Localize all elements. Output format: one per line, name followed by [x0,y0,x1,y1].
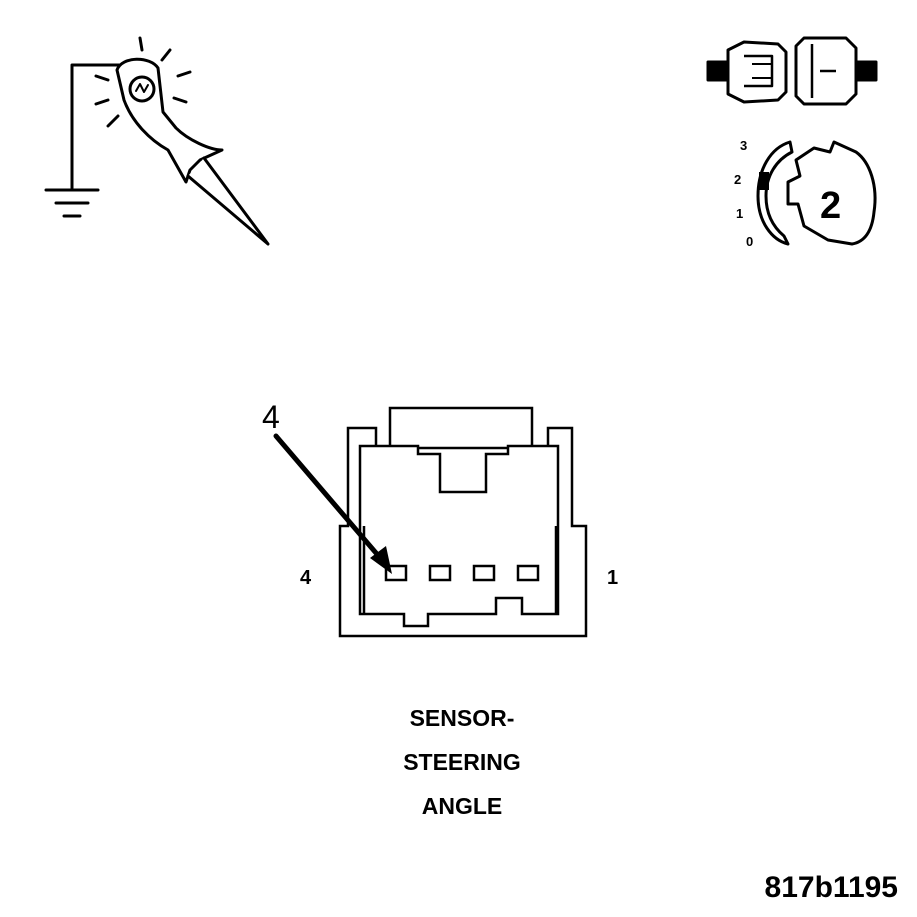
connector-caption: SENSOR- STEERING ANGLE [403,705,521,819]
connector-face [338,406,588,638]
pin-callout-arrow [273,433,392,574]
ground-lead [70,63,130,190]
ground-symbol-icon [44,188,100,218]
ignition-position-1: 1 [736,206,743,221]
light-rays-icon [94,36,192,128]
ignition-position-0: 0 [746,234,753,249]
connector-inner [358,444,560,628]
pin-cavity-3 [428,564,452,582]
ignition-position-3: 3 [740,138,747,153]
caption-line-2: STEERING [403,749,521,775]
probe-tip [186,156,270,246]
ignition-key-icon [756,140,877,246]
ignition-position-labels: 3 2 1 0 [734,138,753,249]
test-light-icon [44,36,270,246]
pin-label-left: 4 [300,567,312,589]
caption-line-1: SENSOR- [410,705,515,731]
ignition-selected-position: 2 [820,185,841,227]
ignition-position-2: 2 [734,172,741,187]
disconnect-connector-icon [706,36,878,106]
figure-id: 817b1195 [765,871,898,904]
connector-latch [388,406,534,450]
caption-line-3: ANGLE [422,793,503,819]
pin-callout-number: 4 [262,399,280,435]
key-head [786,140,877,246]
position-marker [759,172,769,190]
bulb-icon [128,75,156,103]
pin-cavity-2 [472,564,496,582]
pin-label-right: 1 [607,567,618,589]
pin-cavity-1 [516,564,540,582]
